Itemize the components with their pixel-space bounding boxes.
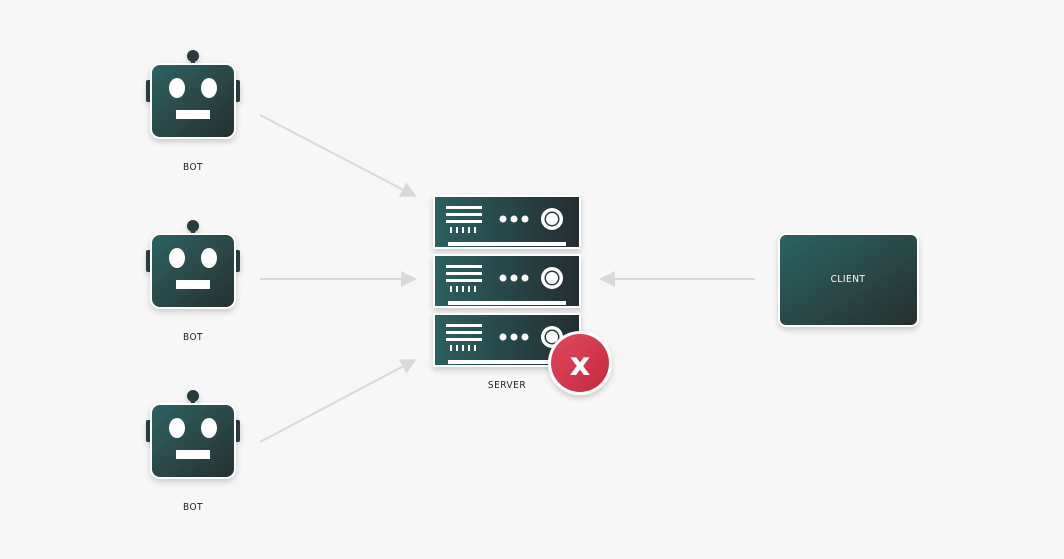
robot-icon [145,389,241,479]
robot-icon [145,49,241,139]
error-x-icon: x [548,331,612,395]
bot-label: BOT [182,332,204,343]
client-label: CLIENT [830,274,866,285]
bot-label: BOT [182,162,204,173]
client-box [778,233,919,327]
svg-text:x: x [570,345,591,383]
arrow-bot3-to-server [259,359,417,443]
robot-icon [145,219,241,309]
server-label: SERVER [487,380,527,391]
arrow-bot1-to-server [259,114,417,197]
bot-label: BOT [182,502,204,513]
